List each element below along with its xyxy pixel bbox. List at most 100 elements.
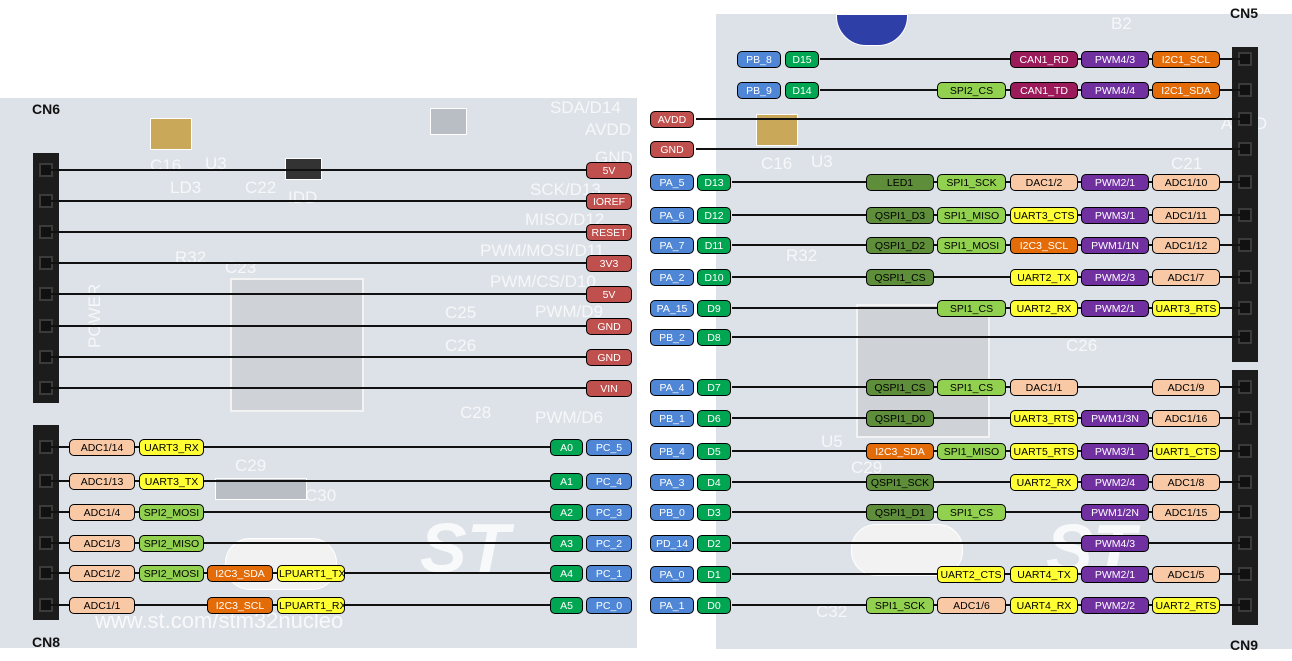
cn5-arduino-label: D11 [697,237,731,254]
cn9-arduino-label: D7 [697,379,731,396]
cn8-port-label: PC_2 [586,535,632,552]
cn9-function-label: PWM2/4 [1081,474,1149,491]
cn5-function-label: SPI1_MOSI [937,237,1006,254]
cn9-port-label: PA_4 [650,379,694,396]
cn5-function-label: SPI1_SCK [937,174,1006,191]
cn9-function-label: PWM1/3N [1081,410,1149,427]
cn9-function-label: UART3_RTS [1010,410,1078,427]
cn9-connection-line [732,417,1245,419]
silkscreen-pwm-d9: PWM/D9 [535,302,603,321]
cn5-arduino-label: D14 [785,82,819,99]
cn9-function-label: UART4_TX [1010,566,1078,583]
silkscreen-c16: C16 [150,156,182,175]
cn9-function-label: UART2_RX [1010,474,1078,491]
cn9-function-label: QSPI1_CS [866,379,934,396]
st-logo: ST [420,509,510,587]
cn9-port-label: PA_1 [650,597,694,614]
cn9-port-label: PD_14 [650,535,694,552]
cn5-function-label: QSPI1_CS [866,269,934,286]
silkscreen-c32: C32 [816,602,848,621]
cn6-connection-line [46,325,586,327]
cn8-function-label: SPI2_MOSI [139,565,204,582]
silkscreen-c28: C28 [460,403,492,422]
cn5-port-label: PB_9 [737,82,781,99]
cn5-function-label: UART2_RX [1010,300,1078,317]
cn9-port-label: PA_0 [650,566,694,583]
cn6-connection-line [46,262,586,264]
cn9-port-label: PB_4 [650,443,694,460]
cn9-port-label: PB_1 [650,410,694,427]
cn8-function-label: I2C3_SCL [207,597,273,614]
cn5-function-label: PWM4/3 [1081,51,1149,68]
cn9-function-label: SPI1_CS [937,379,1006,396]
cn5-connection-line [696,118,1245,120]
cn9-function-label: ADC1/15 [1152,504,1220,521]
cn5-function-label: UART3_CTS [1010,207,1078,224]
cn8-connection-line [46,511,552,513]
cn9-port-label: PA_3 [650,474,694,491]
cn6-connection-line [46,169,586,171]
silkscreen-miso: MISO/D12 [525,210,605,229]
silkscreen-r32: R32 [175,248,207,267]
cn8-arduino-label: A5 [550,597,583,614]
cn5-function-label: ADC1/12 [1152,237,1220,254]
cn9-function-label: UART2_RTS [1152,597,1220,614]
cn8-function-label: UART3_TX [139,473,204,490]
silkscreen-ld3: LD3 [170,178,202,197]
cn8-arduino-label: A0 [550,439,583,456]
cn5-function-label: I2C1_SDA [1152,82,1220,99]
cn8-function-label: ADC1/13 [69,473,135,490]
cn9-function-label: QSPI1_SCK [866,474,934,491]
cn9-arduino-label: D4 [697,474,731,491]
cn6-header [33,153,59,403]
cn9-function-label: SPI1_SCK [866,597,934,614]
cn9-function-label: ADC1/5 [1152,566,1220,583]
cn5-arduino-label: D13 [697,174,731,191]
cn6-power-label: 3V3 [586,255,632,272]
cn9-function-label: UART1_CTS [1152,443,1220,460]
cn8-function-label: UART3_RX [139,439,204,456]
cn5-port-label: PA_2 [650,269,694,286]
silkscreen-avdd: AVDD [585,120,631,139]
cn9-function-label: PWM1/2N [1081,504,1149,521]
cn8-function-label: LPUART1_TX [277,565,345,582]
cn5-connection-line [732,276,1245,278]
cn6-power-label: 5V [586,286,632,303]
cn9-connection-line [732,481,1245,483]
cn8-port-label: PC_1 [586,565,632,582]
cn8-port-label: PC_5 [586,439,632,456]
cn6-connection-line [46,293,586,295]
cn5-arduino-label: D8 [697,329,731,346]
cn6-power-label: IOREF [586,193,632,210]
silkscreen-r32-right: R32 [786,246,818,265]
cn5-port-label: PB_2 [650,329,694,346]
cn8-port-label: PC_0 [586,597,632,614]
cn5-function-label: I2C3_SCL [1010,237,1078,254]
cn5-function-label: PWM2/1 [1081,174,1149,191]
cn8-function-label: ADC1/1 [69,597,135,614]
silkscreen-b2: B2 [1111,14,1132,33]
cn9-arduino-label: D3 [697,504,731,521]
silkscreen-c22: C22 [245,178,277,197]
cn9-arduino-label: D6 [697,410,731,427]
cn5-function-label: UART3_RTS [1152,300,1220,317]
cn8-arduino-label: A1 [550,473,583,490]
cn8-function-label: ADC1/2 [69,565,135,582]
cn6-connection-line [46,200,586,202]
cn5-function-label: PWM2/3 [1081,269,1149,286]
cn9-connection-line [732,542,1245,544]
silkscreen-cs: PWM/CS/D10 [490,272,596,291]
cn9-function-label: PWM4/3 [1081,535,1149,552]
cn5-function-label: I2C1_SCL [1152,51,1220,68]
cn5-function-label: UART2_TX [1010,269,1078,286]
silkscreen-c25: C25 [445,303,477,322]
silkscreen-c30: C30 [305,486,337,505]
cn8-function-label: ADC1/3 [69,535,135,552]
cn5-function-label: ADC1/11 [1152,207,1220,224]
cn5-function-label: PWM2/1 [1081,300,1149,317]
cn5-port-label: PA_6 [650,207,694,224]
button-component [836,14,908,46]
cn9-arduino-label: D5 [697,443,731,460]
capacitor-component [150,118,192,150]
right-board-photo: B2 AVDD C16 U3 C21 R32 C26 U5 C29 C32 D8… [716,14,1292,649]
